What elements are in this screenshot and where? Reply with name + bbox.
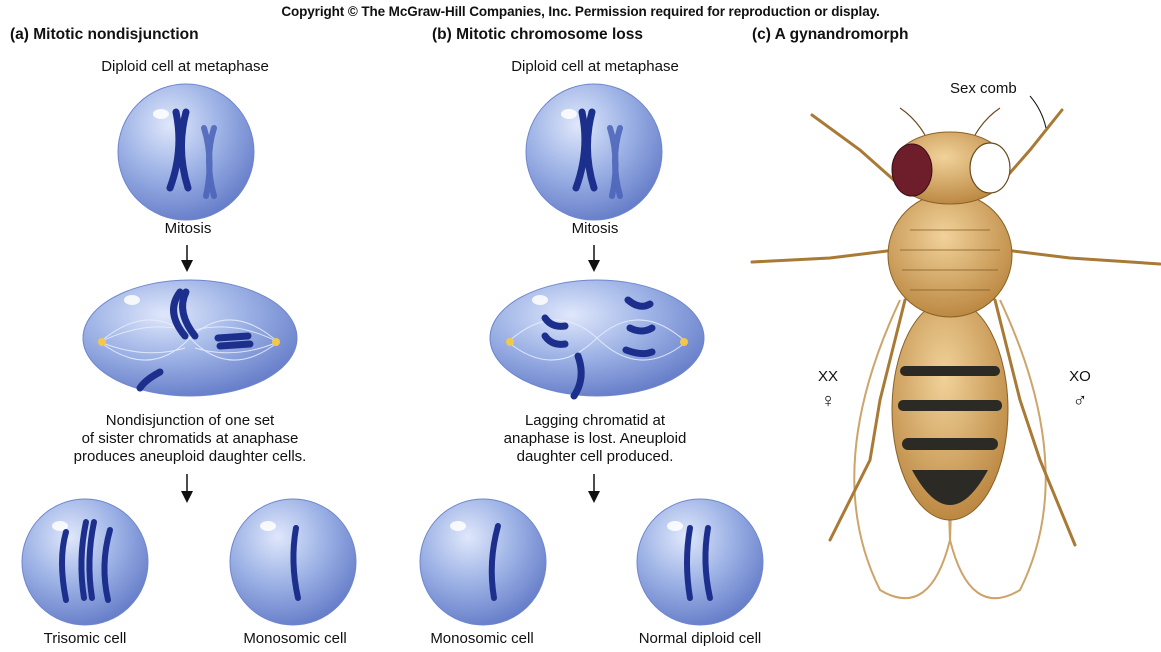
panel-b-metaphase-cell	[526, 84, 662, 220]
fly-eye-male	[970, 143, 1010, 193]
panel-a-monosomic-cell	[230, 499, 356, 625]
fly-antennae	[900, 108, 1000, 135]
centrosome	[272, 338, 280, 346]
sex-comb-pointer	[1030, 96, 1046, 128]
fly-thorax	[888, 193, 1012, 317]
panel-b-monosomic-cell	[420, 499, 546, 625]
panel-a-metaphase-cell	[118, 84, 254, 220]
normal-diploid-cell	[637, 499, 763, 625]
gynandromorph-fly	[752, 108, 1160, 598]
trisomic-cell	[22, 499, 148, 625]
panel-a-anaphase-cell	[83, 280, 297, 396]
fly-eye-female	[892, 144, 932, 196]
centrosome	[680, 338, 688, 346]
centrosome	[506, 338, 514, 346]
panel-b-anaphase-cell	[490, 280, 704, 396]
centrosome	[98, 338, 106, 346]
